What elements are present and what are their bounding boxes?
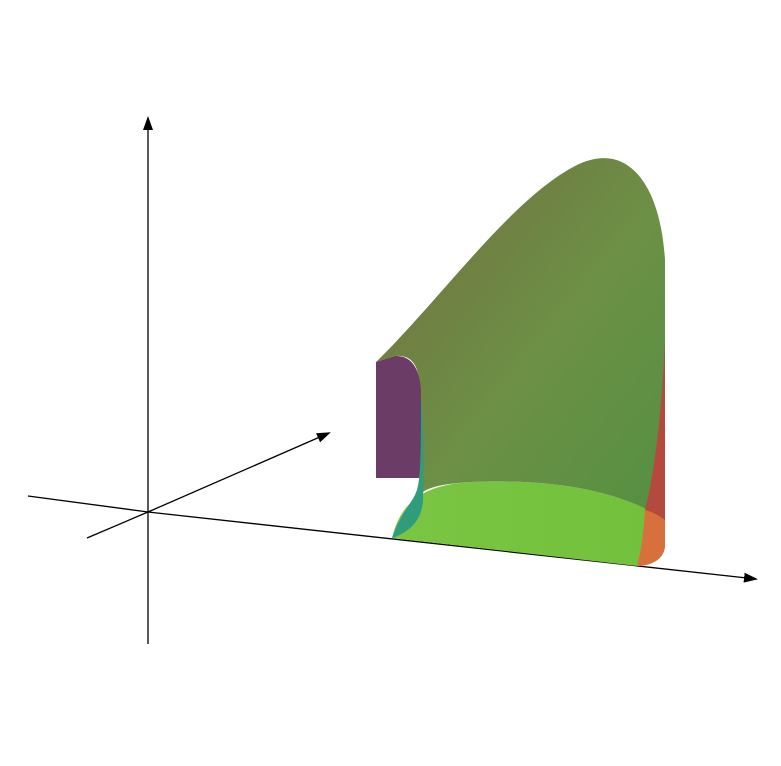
top-surface [376, 158, 665, 521]
surface-solid [376, 158, 665, 566]
axes-group [27, 116, 758, 644]
bottom-region [392, 481, 665, 566]
left-end-cap [376, 355, 421, 478]
x-axis-line [147, 511, 758, 583]
y-axis-line [147, 432, 331, 513]
y-axis-back-segment [86, 511, 149, 539]
right-end-cap [645, 340, 665, 520]
right-bottom-cap [637, 510, 665, 566]
x-axis-back-segment [27, 495, 149, 513]
left-curl-edge [392, 400, 424, 538]
